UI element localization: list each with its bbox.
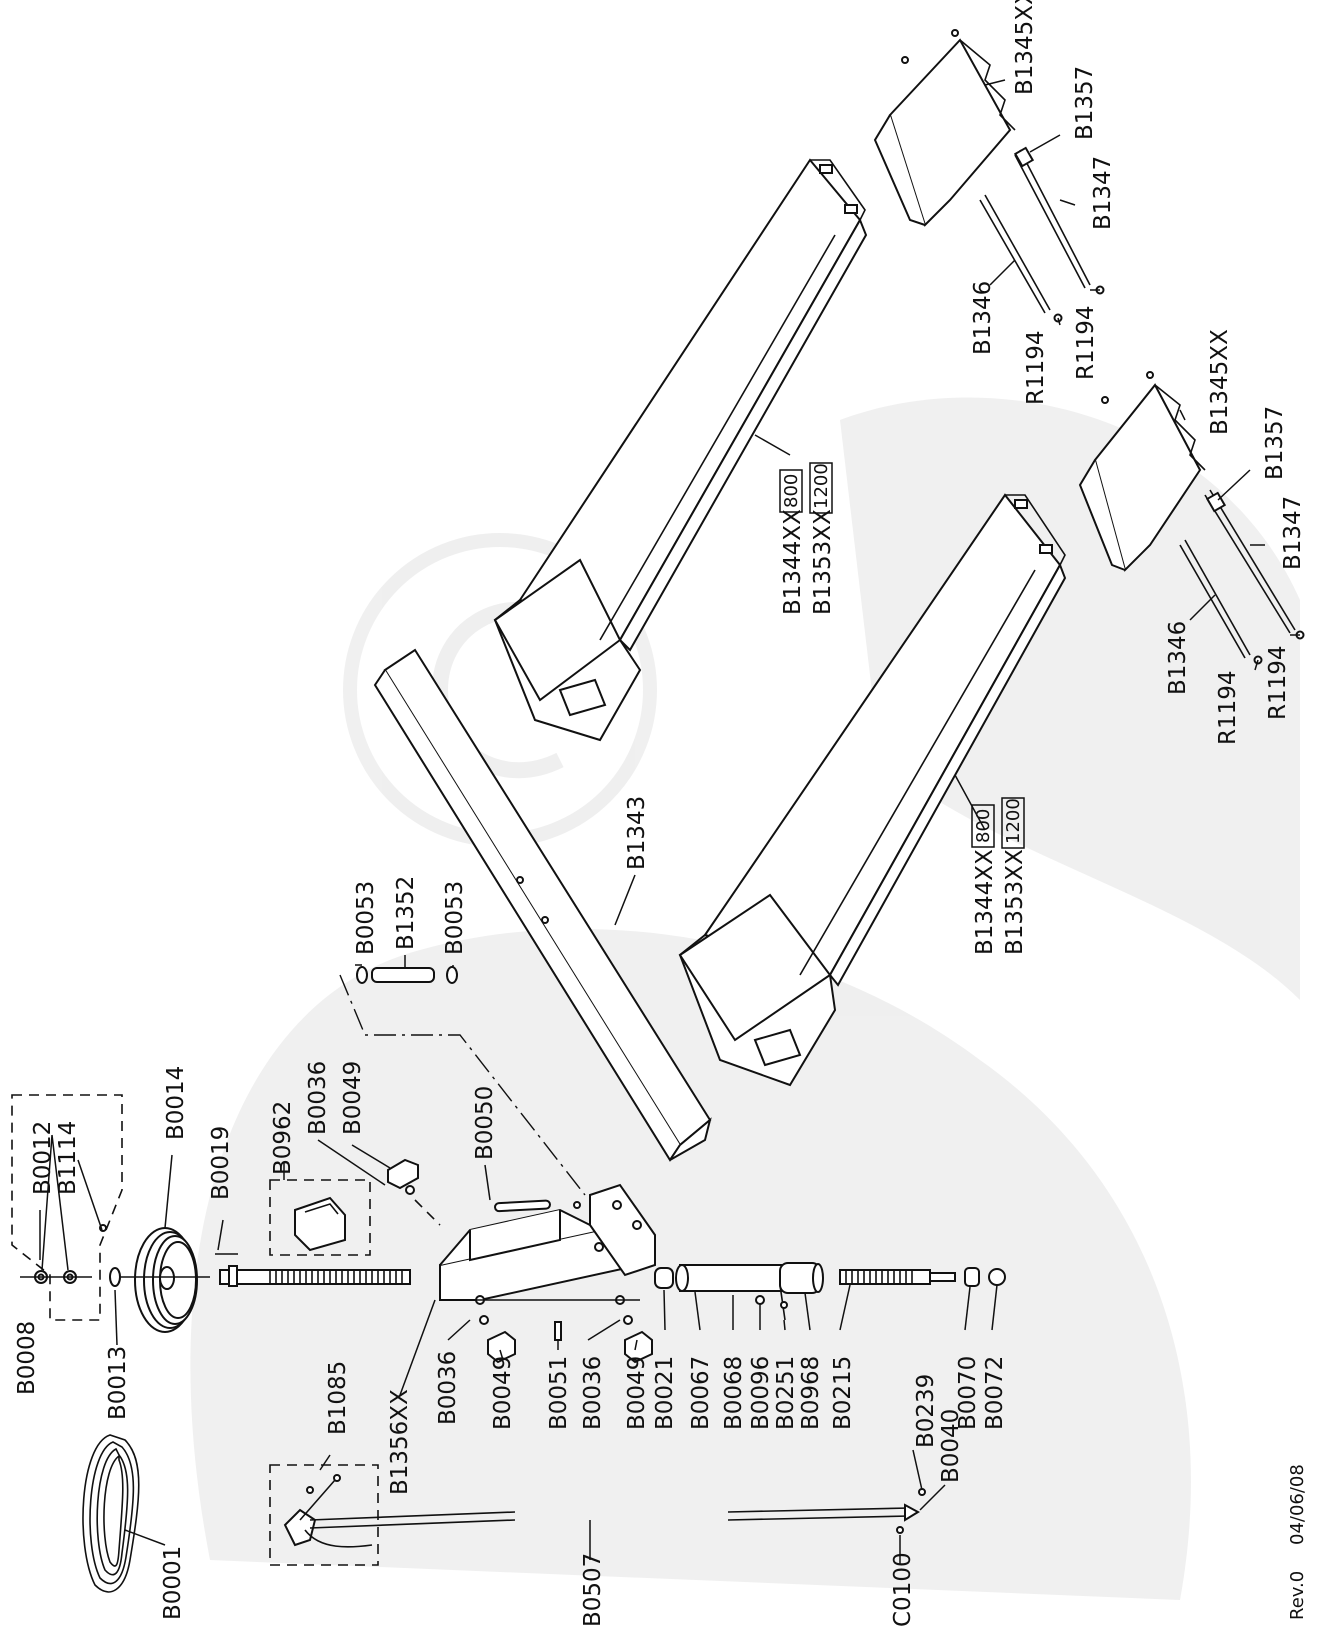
label-r1194-b2: R1194 [1265,645,1291,720]
washers-b0012 [20,1224,107,1284]
size-box-1200-a [809,462,833,514]
label-b0096: B0096 [748,1356,774,1430]
label-b0507: B0507 [580,1553,606,1627]
label-b1346-a: B1346 [970,281,996,355]
label-b1345xx-a: B1345XX [1012,0,1038,95]
label-r1194-b1: R1194 [1215,670,1241,745]
revision-date: 04/06/08 [1287,1464,1308,1545]
label-b0040: B0040 [938,1409,964,1483]
assembly-line [339,974,586,1196]
shaft-assembly [654,1262,1006,1321]
fork-arm-lower [678,493,1067,1087]
block-b0049-a [479,1315,516,1364]
label-b1357-a: B1357 [1072,66,1098,140]
label-b0001: B0001 [160,1546,186,1620]
label-b0251: B0251 [773,1356,799,1430]
nut-b0962 [294,1196,346,1252]
label-c0100: C0100 [890,1552,916,1627]
label-b1344xx-b: B1344XX [972,849,998,955]
label-b0068: B0068 [721,1356,747,1430]
dashed-group-b0008 [11,1094,123,1321]
label-b0049-b: B0049 [624,1356,650,1430]
revision: Rev.0 [1287,1571,1308,1620]
leader-lines [39,79,1300,1565]
pin-b0050 [494,1199,551,1213]
label-b0036-top: B0036 [305,1061,331,1135]
belt-b0001 [82,1434,140,1593]
label-b0036-b: B0036 [580,1356,606,1430]
label-b1345xx-b: B1345XX [1207,329,1233,435]
label-b0049-a: B0049 [490,1356,516,1430]
label-b1357-b: B1357 [1262,406,1288,480]
label-b0072: B0072 [982,1356,1008,1430]
label-b0012: B0012 [30,1121,56,1195]
label-b0008: B0008 [14,1321,40,1395]
label-b0013: B0013 [105,1346,131,1420]
label-b0049-top: B0049 [340,1061,366,1135]
label-b1114: B1114 [55,1121,81,1195]
label-b0014: B0014 [163,1066,189,1140]
label-b0019: B0019 [208,1126,234,1200]
block-b0049-b [623,1315,653,1364]
label-b0070: B0070 [955,1356,981,1430]
label-b0051: B0051 [546,1356,572,1430]
label-b1344xx-a: B1344XX [780,509,806,615]
label-b0968: B0968 [798,1356,824,1430]
label-b0036-a: B0036 [435,1351,461,1425]
label-b0067: B0067 [688,1356,714,1430]
rod-b0507 [309,1488,926,1534]
label-b1347-a: B1347 [1090,156,1116,230]
label-b1347-b: B1347 [1280,496,1306,570]
label-b0053-a: B0053 [353,881,379,955]
cross-beam-b1343 [373,648,712,1162]
label-b1346-b: B1346 [1165,621,1191,695]
label-b0050: B0050 [472,1086,498,1160]
label-b1352: B1352 [393,876,419,950]
lead-screw [219,1265,411,1287]
screw-b0051 [554,1321,562,1341]
label-b1353xx-a: B1353XX [810,509,836,615]
size-box-800-b [971,804,995,848]
fork-tip-upper [873,29,1105,323]
label-b0215: B0215 [830,1356,856,1430]
pin-b1352 [356,966,458,984]
size-box-800-a [779,469,803,513]
label-b0021: B0021 [652,1356,678,1430]
carriage-b1356xx [439,1183,656,1305]
size-800-a: 800 [781,474,802,508]
size-800-b: 800 [973,809,994,843]
bracket-b1085 [283,1474,373,1548]
label-r1194-a1: R1194 [1023,330,1049,405]
label-r1194-a2: R1194 [1073,305,1099,380]
fork-arm-upper [493,158,868,742]
assembly-line-b0036 [414,1199,441,1226]
label-b1356xx: B1356XX [387,1389,413,1495]
label-b0239: B0239 [913,1374,939,1448]
size-1200-b: 1200 [1003,798,1024,844]
label-b1343: B1343 [624,796,650,870]
label-b0053-b: B0053 [442,881,468,955]
label-b1353xx-b: B1353XX [1002,849,1028,955]
size-1200-a: 1200 [811,463,832,509]
label-b1085: B1085 [325,1361,351,1435]
dashed-group-b0962 [269,1179,371,1256]
label-b0962: B0962 [270,1101,296,1175]
size-box-1200-b [1001,797,1025,849]
fork-tip-lower [1078,371,1305,665]
part-labels: B0008 B0012 B1114 B0013 B0014 B0019 B096… [14,0,1308,1627]
washer-b0013 [109,1267,121,1287]
block-b0049-top [387,1158,419,1195]
